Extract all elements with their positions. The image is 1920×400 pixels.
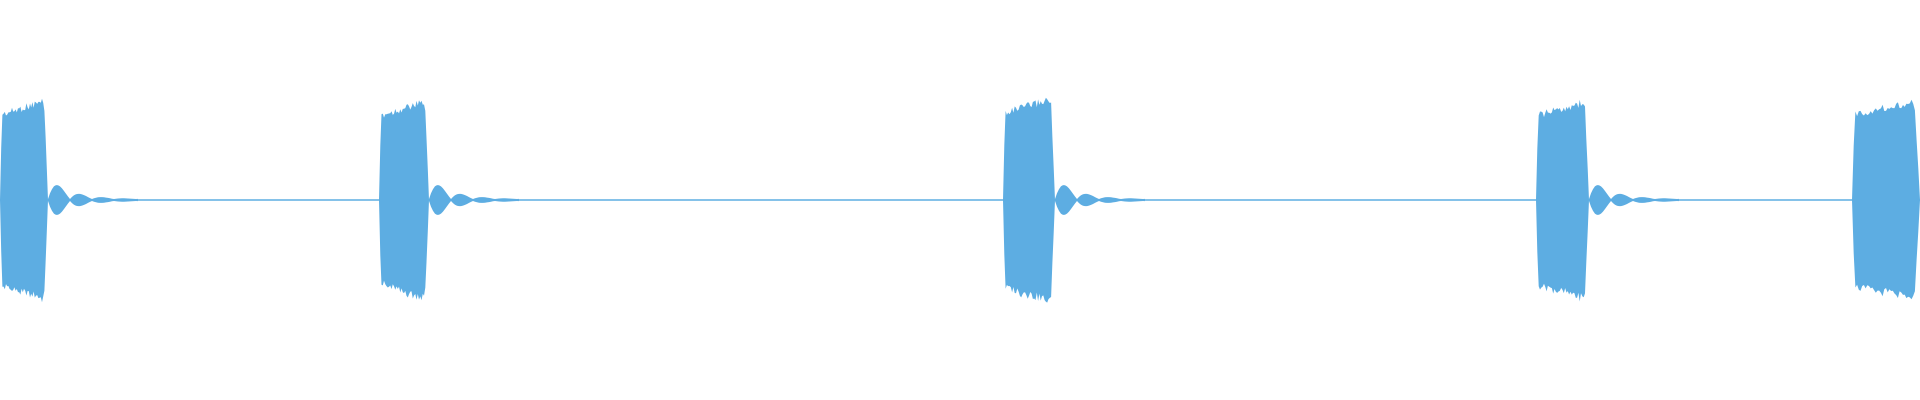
waveform-burst [1536, 99, 1589, 302]
waveform-tail [429, 185, 519, 215]
waveform-tail [1589, 185, 1679, 215]
waveform-tail [1055, 185, 1145, 215]
waveform-bursts [0, 97, 1920, 303]
waveform-burst [0, 98, 48, 303]
waveform-burst [379, 100, 429, 301]
waveform-burst [1852, 99, 1920, 300]
waveform-tail [48, 185, 138, 215]
waveform-burst [1003, 97, 1055, 303]
